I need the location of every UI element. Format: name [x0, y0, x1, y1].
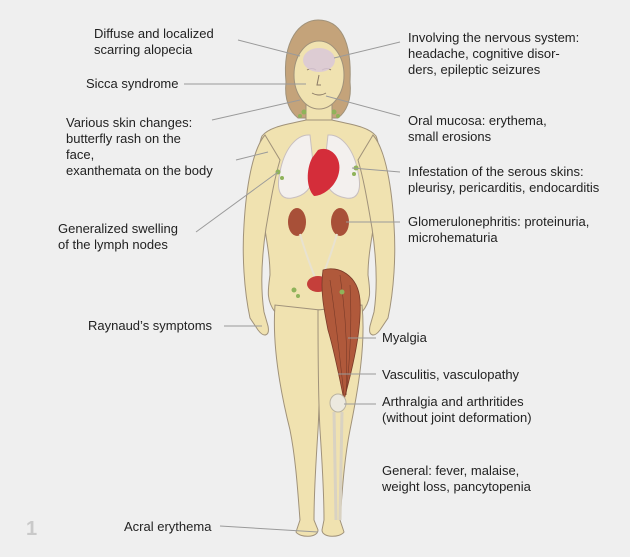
label-nervous-system: Involving the nervous system: headache, … [408, 30, 579, 78]
label-glomerulonephritis: Glomerulonephritis: proteinuria, microhe… [408, 214, 589, 246]
label-arthralgia: Arthralgia and arthritides (without join… [382, 394, 532, 426]
label-oral-mucosa: Oral mucosa: erythema, small erosions [408, 113, 547, 145]
label-raynaud: Raynaud’s symptoms [88, 318, 212, 334]
label-lymph-nodes: Generalized swelling of the lymph nodes [58, 221, 178, 253]
brain [303, 48, 335, 72]
label-sicca-syndrome: Sicca syndrome [86, 76, 178, 92]
label-myalgia: Myalgia [382, 330, 427, 346]
label-general: General: fever, malaise, weight loss, pa… [382, 463, 531, 495]
label-acral-erythema: Acral erythema [124, 519, 211, 535]
label-vasculitis: Vasculitis, vasculopathy [382, 367, 519, 383]
leader-skin [212, 100, 300, 120]
left-kidney [288, 208, 306, 236]
label-alopecia: Diffuse and localized scarring alopecia [94, 26, 214, 58]
label-serous-skins: Infestation of the serous skins: pleuris… [408, 164, 599, 196]
label-skin-changes: Various skin changes: butterfly rash on … [66, 115, 213, 179]
left-leg [274, 305, 320, 536]
knee-joint [330, 394, 346, 412]
figure-number: 1 [26, 518, 37, 541]
